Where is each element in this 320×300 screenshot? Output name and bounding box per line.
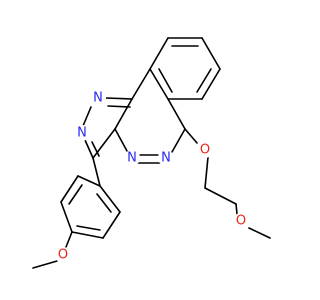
atom-n1: N [90, 90, 106, 106]
bond [32, 260, 58, 269]
bond [184, 128, 198, 144]
bond-inner [76, 225, 101, 231]
bond [102, 211, 121, 239]
bond [91, 141, 100, 157]
bond [204, 187, 237, 205]
atom-label: N [127, 151, 137, 166]
bond-inner [68, 184, 83, 205]
atom-labels: N N N N O O O [55, 90, 249, 263]
atom-label: O [200, 143, 210, 158]
bond [107, 105, 131, 108]
bond [99, 185, 121, 213]
bond-inner [196, 68, 212, 93]
bond [84, 139, 94, 159]
bond [105, 97, 133, 100]
bond [149, 37, 169, 70]
atom-n4: N [158, 150, 174, 166]
atom-n3: N [124, 150, 140, 166]
molecule-structure: N N N N O O O [32, 37, 271, 269]
atom-label: O [236, 214, 246, 229]
bond [131, 68, 151, 100]
atom-o-chain: O [233, 213, 249, 229]
atom-label: N [93, 91, 103, 106]
bond [114, 128, 128, 152]
atom-n2: N [74, 125, 90, 141]
bond [235, 203, 238, 215]
bond [171, 128, 186, 153]
bond [92, 128, 116, 159]
bond-inner [158, 68, 173, 93]
bond [77, 175, 101, 187]
bond [65, 231, 73, 248]
bond [201, 68, 221, 100]
bond-inner [96, 193, 112, 213]
bond [114, 98, 133, 130]
bond [60, 201, 73, 233]
bond [71, 231, 104, 239]
atom-label: N [77, 126, 87, 141]
atom-o-ring: O [197, 142, 213, 158]
bond [201, 37, 221, 70]
bond [204, 156, 209, 189]
bond [167, 98, 186, 130]
bond [149, 68, 169, 100]
bond [60, 175, 79, 203]
atom-label: O [58, 248, 68, 263]
bond [92, 157, 101, 187]
bonds [32, 37, 271, 269]
atom-label: N [161, 151, 171, 166]
atom-o-phenyl: O [55, 247, 71, 263]
bond [248, 227, 271, 239]
bond [82, 106, 92, 127]
